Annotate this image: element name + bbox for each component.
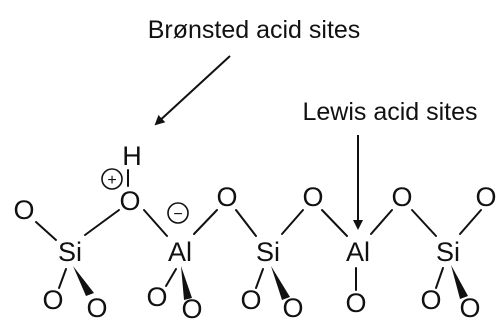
oxygen-atom-8: O (146, 282, 167, 312)
si-atom-1: Si (58, 237, 82, 267)
al-atom-2: Al (346, 237, 370, 267)
bronsted-acid-sites-label: Brønsted acid sites (148, 16, 361, 44)
oxygen-atom-13: O (420, 285, 441, 315)
negative-charge-icon: − (167, 202, 189, 224)
oxygen-atom-4: O (391, 182, 412, 212)
oxygen-atom-10: O (240, 285, 261, 315)
oxygen-atom-14: O (459, 293, 480, 320)
oxygen-atom-6: O (42, 285, 63, 315)
oxygen-atom-hydroxyl: O (119, 186, 140, 216)
oxygen-atom-9: O (181, 294, 202, 320)
oxygen-atom-12: O (345, 288, 366, 318)
si-atom-3: Si (436, 237, 460, 267)
negative-charge-symbol: − (173, 206, 182, 223)
si-atom-2: Si (256, 237, 280, 267)
oxygen-atom-3: O (302, 182, 323, 212)
positive-charge-icon: + (101, 168, 123, 190)
lewis-acid-sites-label: Lewis acid sites (302, 98, 477, 126)
bronsted-arrow (154, 55, 231, 126)
bonds (35, 169, 482, 300)
hydrogen-atom: H (122, 141, 142, 171)
oxygen-atom-7: O (86, 293, 107, 320)
oxygen-atom-11: O (282, 293, 303, 320)
al-atom-1: Al (168, 237, 192, 267)
oxygen-atom-1: O (13, 195, 34, 225)
positive-charge-symbol: + (107, 172, 116, 189)
oxygen-atom-5: O (475, 182, 496, 212)
oxygen-atom-2: O (216, 182, 237, 212)
